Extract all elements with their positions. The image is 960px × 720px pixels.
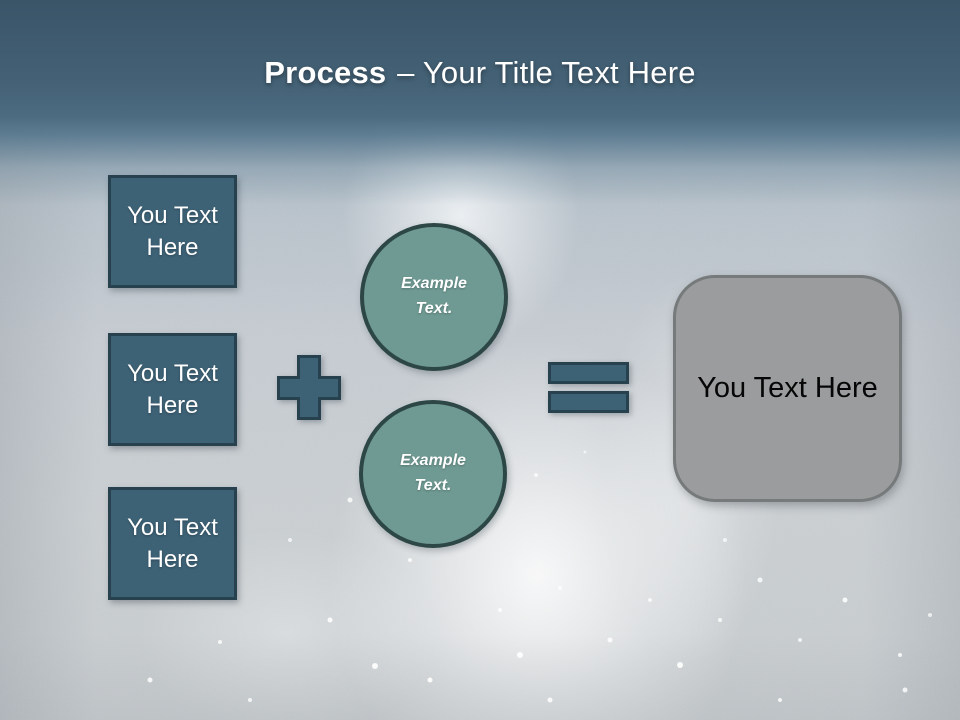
example-circle-2-label: Example Text. (400, 452, 466, 494)
equals-icon[interactable] (548, 362, 629, 413)
input-box-2[interactable]: You Text Here (108, 333, 237, 446)
input-box-3-label: You Text Here (127, 514, 218, 573)
input-box-1-label: You Text Here (127, 202, 218, 261)
plus-icon[interactable] (277, 355, 341, 420)
example-circle-2[interactable]: Example Text. (359, 400, 507, 548)
input-box-2-label: You Text Here (127, 360, 218, 419)
example-circle-1-label: Example Text. (401, 275, 467, 317)
result-box[interactable]: You Text Here (673, 275, 902, 502)
input-box-3[interactable]: You Text Here (108, 487, 237, 600)
title-keyword: Process (264, 55, 387, 90)
input-box-1[interactable]: You Text Here (108, 175, 237, 288)
slide-title[interactable]: Process – Your Title Text Here (0, 55, 960, 91)
title-subtitle: – Your Title Text Here (397, 55, 696, 90)
example-circle-1[interactable]: Example Text. (360, 223, 508, 371)
result-box-label: You Text Here (697, 372, 878, 404)
header-band (0, 0, 960, 205)
